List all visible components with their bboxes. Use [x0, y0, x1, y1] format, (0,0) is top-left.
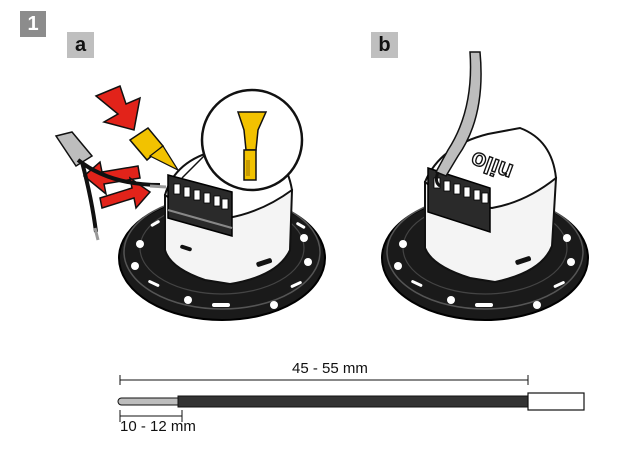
panel-a-illustration [54, 84, 326, 321]
push-release-tool-icon [236, 111, 268, 181]
strip-length-label: 10 - 12 mm [120, 418, 196, 435]
panel-a-cable [54, 131, 167, 241]
panel-a-label: a [67, 32, 94, 58]
panel-b-cable [434, 51, 482, 188]
total-length-label: 45 - 55 mm [292, 360, 368, 377]
panel-b-label: b [371, 32, 398, 58]
panel-a-release-tool [128, 127, 180, 172]
stripped-wire-dimension-drawing [117, 375, 585, 422]
panel-a-magnifier-callout [181, 88, 304, 192]
panel-a-terminal-block [167, 174, 233, 237]
panel-a-push-arrow [94, 84, 141, 131]
step-number-badge: 1 [20, 11, 46, 37]
panel-b-illustration: nilo [381, 51, 589, 321]
wire-sample [117, 392, 585, 411]
